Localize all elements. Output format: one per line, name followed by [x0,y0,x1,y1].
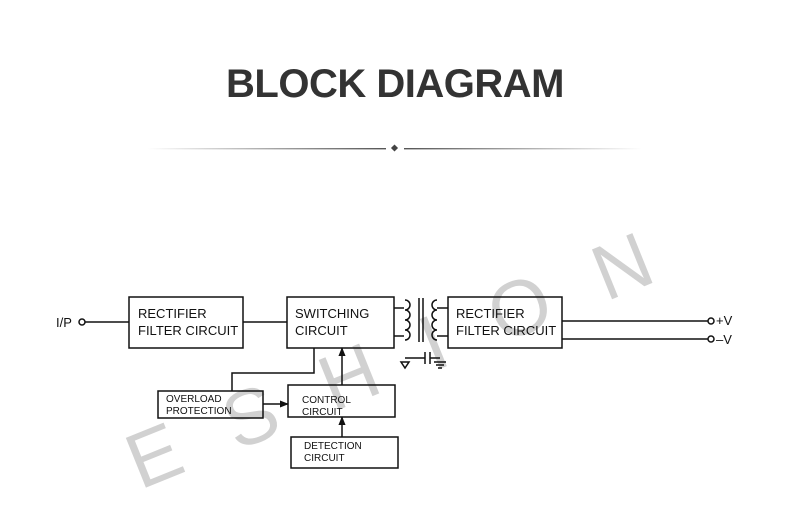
overload-line2: PROTECTION [166,406,232,417]
output-plus-label: +V [716,313,733,328]
rectifier-in-line1: RECTIFIER [138,306,207,321]
input-terminal-icon [78,318,86,326]
output-plus-terminal-icon [707,317,715,325]
detection-circuit-box [290,436,399,469]
overload-line1: OVERLOAD [166,394,222,405]
rectifier-out-line2: FILTER CIRCUIT [456,323,556,338]
switching-line2: CIRCUIT [295,323,348,338]
rectifier-in-line2: FILTER CIRCUIT [138,323,238,338]
input-label: I/P [56,315,72,330]
control-line2: CIRCUIT [302,407,343,418]
detection-line2: CIRCUIT [304,453,345,464]
rectifier-out-line1: RECTIFIER [456,306,525,321]
page-title: BLOCK DIAGRAM [226,62,564,106]
transformer-icon [404,298,438,342]
output-minus-terminal-icon [707,335,715,343]
ground-capacitor-icon [399,352,446,370]
rectifier-filter-output-box [447,296,563,349]
divider-diamond-icon [390,144,399,152]
detection-line1: DETECTION [304,441,362,452]
watermark: ESHION [113,195,713,506]
control-line1: CONTROL [302,395,351,406]
watermark-text: ESHION [113,195,713,506]
output-minus-label: –V [716,332,732,347]
switching-line1: SWITCHING [295,306,369,321]
